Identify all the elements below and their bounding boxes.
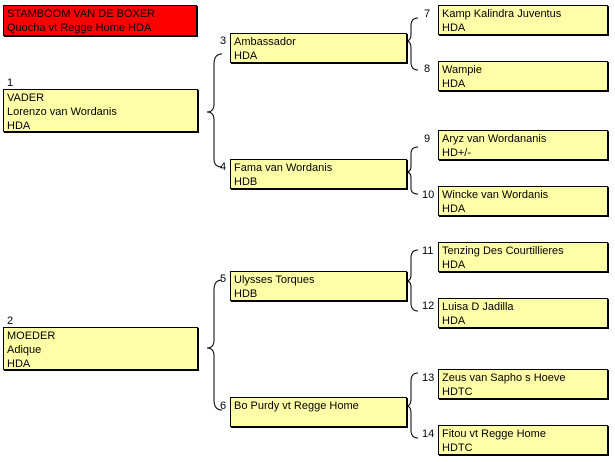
great-grandparent-box[interactable]: Kamp Kalindra Juventus HDA <box>438 5 608 35</box>
brace-6 <box>405 372 419 439</box>
great-grandparent-name: Zeus van Sapho s Hoeve <box>442 372 566 384</box>
grandparent-code <box>234 413 406 426</box>
grandparent-number: 6 <box>220 400 227 412</box>
father-name: Lorenzo van Wordanis <box>7 106 117 118</box>
grandparent-number: 5 <box>220 273 227 285</box>
brace-father <box>206 53 223 168</box>
great-grandparent-number: 12 <box>422 300 435 312</box>
great-grandparent-name: Fitou vt Regge Home <box>442 428 546 440</box>
great-grandparent-name: Wampie <box>442 64 482 76</box>
great-grandparent-number: 11 <box>422 245 434 257</box>
father-label: VADER <box>7 92 45 104</box>
great-grandparent-code: HDTC <box>442 386 473 398</box>
brace-mother <box>206 279 223 411</box>
brace-3 <box>405 17 419 71</box>
great-grandparent-box[interactable]: Wampie HDA <box>438 61 608 91</box>
grandparent-code: HDB <box>234 288 258 300</box>
grandparent-box[interactable]: Bo Purdy vt Regge Home <box>230 397 407 427</box>
grandparent-box[interactable]: Ulysses Torques HDB <box>230 271 407 301</box>
brace-4 <box>405 146 419 195</box>
mother-name: Adique <box>7 344 42 356</box>
grandparent-code: HDB <box>234 176 258 188</box>
great-grandparent-box[interactable]: Tenzing Des Courtillieres HDA <box>438 242 608 272</box>
brace-5 <box>405 249 419 312</box>
great-grandparent-box[interactable]: Luisa D Jadilla HDA <box>438 298 608 328</box>
grandparent-code: HDA <box>234 50 258 62</box>
great-grandparent-box[interactable]: Aryz van Wordananis HD+/- <box>438 130 608 160</box>
great-grandparent-name: Tenzing Des Courtillieres <box>442 245 564 257</box>
grandparent-name: Bo Purdy vt Regge Home <box>234 400 359 412</box>
father-code: HDA <box>7 120 31 132</box>
great-grandparent-code: HDA <box>442 259 466 271</box>
grandparent-box[interactable]: Fama van Wordanis HDB <box>230 159 407 189</box>
pedigree-title: STAMBOOM VAN DE BOXER Quocha vt Regge Ho… <box>3 5 197 36</box>
great-grandparent-code: HDA <box>442 78 466 90</box>
grandparent-number: 3 <box>220 35 227 47</box>
great-grandparent-number: 9 <box>424 133 431 145</box>
great-grandparent-box[interactable]: Zeus van Sapho s Hoeve HDTC <box>438 369 608 399</box>
great-grandparent-number: 13 <box>422 372 435 384</box>
grandparent-name: Ulysses Torques <box>234 274 315 286</box>
father-number: 1 <box>7 77 14 89</box>
mother-number: 2 <box>7 315 14 327</box>
mother-code: HDA <box>7 358 31 370</box>
great-grandparent-name: Wincke van Wordanis <box>442 189 549 201</box>
grandparent-box[interactable]: Ambassador HDA <box>230 33 407 63</box>
grandparent-number: 4 <box>220 161 227 173</box>
great-grandparent-box[interactable]: Fitou vt Regge Home HDTC <box>438 425 608 455</box>
mother-box[interactable]: MOEDER Adique HDA <box>3 327 198 370</box>
great-grandparent-number: 10 <box>422 189 435 201</box>
great-grandparent-number: 7 <box>424 8 431 20</box>
great-grandparent-code: HDA <box>442 315 466 327</box>
mother-label: MOEDER <box>7 330 56 342</box>
great-grandparent-name: Luisa D Jadilla <box>442 301 514 313</box>
great-grandparent-code: HDTC <box>442 442 473 454</box>
great-grandparent-code: HD+/- <box>442 147 472 159</box>
great-grandparent-name: Kamp Kalindra Juventus <box>442 8 562 20</box>
father-box[interactable]: VADER Lorenzo van Wordanis HDA <box>3 89 198 132</box>
pedigree-title-line2: Quocha vt Regge Home HDA <box>7 22 152 34</box>
great-grandparent-number: 8 <box>424 63 431 75</box>
grandparent-name: Fama van Wordanis <box>234 162 333 174</box>
great-grandparent-name: Aryz van Wordananis <box>442 133 547 145</box>
great-grandparent-code: HDA <box>442 203 466 215</box>
pedigree-title-line1: STAMBOOM VAN DE BOXER <box>7 8 156 20</box>
great-grandparent-number: 14 <box>422 428 435 440</box>
great-grandparent-code: HDA <box>442 22 466 34</box>
great-grandparent-box[interactable]: Wincke van Wordanis HDA <box>438 186 608 216</box>
grandparent-name: Ambassador <box>234 36 296 48</box>
